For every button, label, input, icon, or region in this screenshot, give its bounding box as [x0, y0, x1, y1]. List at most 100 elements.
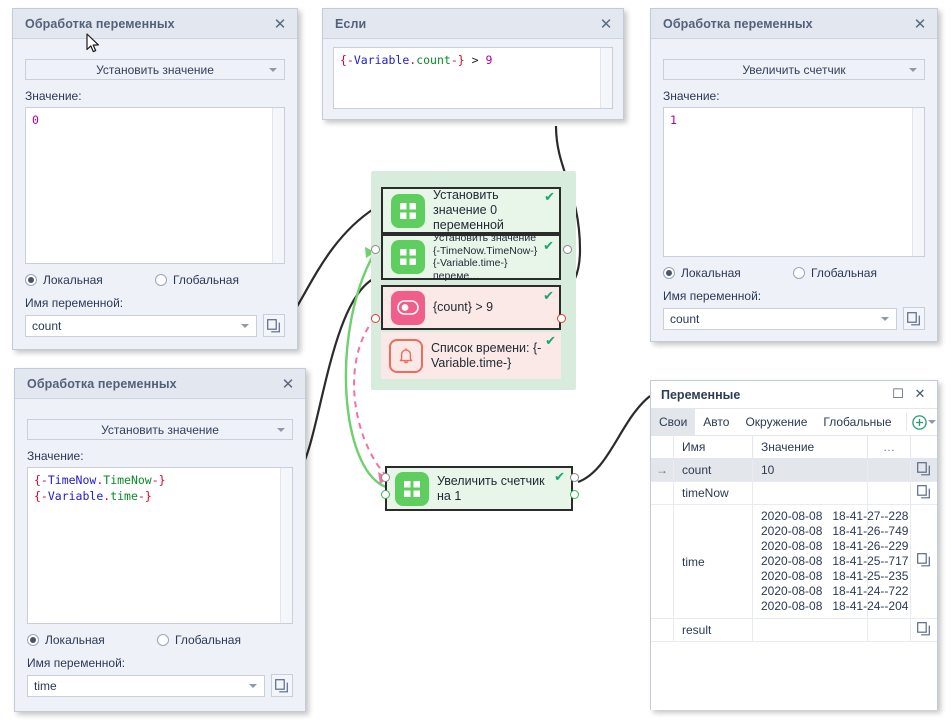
close-icon[interactable]: ✕: [913, 14, 927, 33]
radio-dot: [663, 267, 675, 279]
dialog-title: Обработка переменных: [27, 376, 177, 391]
variable-name-label: Имя переменной:: [25, 296, 124, 310]
dialog-titlebar[interactable]: Обработка переменных ✕: [15, 369, 305, 399]
row-copy-button[interactable]: [910, 458, 937, 482]
radio-global[interactable]: Глобальная: [157, 633, 241, 647]
copy-button[interactable]: [903, 307, 925, 330]
radio-global-label: Глобальная: [175, 633, 241, 647]
tab-auto[interactable]: Авто: [703, 415, 730, 429]
col-name: Имя: [673, 436, 753, 459]
table-row[interactable]: result: [651, 618, 937, 642]
action-select-value: Увеличить счетчик: [742, 62, 846, 77]
node-port-out[interactable]: [563, 245, 572, 254]
flow-node-set-time[interactable]: Установить значение {-TimeNow.TimeNow-} …: [381, 232, 561, 282]
value-textarea[interactable]: 1: [663, 107, 925, 257]
cell-dots: [867, 458, 911, 482]
node-port-in[interactable]: [381, 473, 390, 482]
condition-textarea[interactable]: {-Variable.count-} > 9: [333, 47, 613, 109]
value-text: 0: [32, 113, 39, 127]
node-port-in[interactable]: [371, 245, 380, 254]
chevron-down-icon: [909, 67, 917, 72]
action-select[interactable]: Увеличить счетчик: [663, 59, 925, 80]
plus-circle-icon[interactable]: [912, 409, 927, 435]
flow-node-label: Установить значение 0 переменной: [433, 188, 504, 232]
tab-global[interactable]: Глобальные: [823, 415, 892, 429]
flow-node-increment[interactable]: Увеличить счетчик на 1 ✔: [385, 466, 573, 511]
node-port-out[interactable]: [570, 473, 579, 482]
code-token: Variable: [353, 53, 410, 67]
close-icon[interactable]: ✕: [914, 387, 926, 402]
code-token: {-: [340, 53, 354, 67]
scrollbar-vertical[interactable]: [280, 468, 292, 623]
code-token: 9: [485, 53, 493, 67]
action-select[interactable]: Установить значение: [25, 59, 285, 80]
code-token: .: [409, 53, 417, 67]
window-titlebar[interactable]: Переменные ☐ ✕: [651, 381, 937, 409]
variable-name-input[interactable]: time: [27, 674, 265, 697]
action-select[interactable]: Установить значение: [27, 419, 293, 440]
node-port-false[interactable]: [371, 314, 380, 323]
scope-radio-group[interactable]: Локальная Глобальная: [25, 273, 285, 287]
dialog-set-time-value[interactable]: Обработка переменных ✕ Установить значен…: [14, 368, 306, 712]
radio-local[interactable]: Локальная: [25, 273, 155, 287]
dialog-titlebar[interactable]: Обработка переменных ✕: [13, 9, 297, 39]
row-copy-button[interactable]: [910, 504, 937, 619]
dialog-titlebar[interactable]: Обработка переменных ✕: [651, 9, 937, 39]
flow-node-condition[interactable]: {count} > 9 ✔: [381, 285, 561, 330]
radio-global[interactable]: Глобальная: [793, 266, 877, 280]
cell-name: time: [673, 504, 753, 619]
copy-button[interactable]: [263, 314, 285, 337]
scope-radio-group[interactable]: Локальная Глобальная: [27, 633, 293, 647]
dialog-increment-counter[interactable]: Обработка переменных ✕ Увеличить счетчик…: [650, 8, 938, 342]
radio-local-label: Локальная: [681, 266, 741, 280]
table-header-row: Имя Значение …: [651, 436, 937, 459]
cell-name: timeNow: [673, 481, 753, 505]
radio-local[interactable]: Локальная: [27, 633, 157, 647]
value-label: Значение:: [25, 89, 82, 103]
node-port-true[interactable]: [557, 314, 566, 323]
code-token: {-: [34, 473, 48, 487]
table-row[interactable]: timeNow: [651, 481, 937, 505]
code-token: -}: [450, 53, 465, 67]
scrollbar-vertical[interactable]: [912, 108, 924, 256]
tab-own[interactable]: Свои: [651, 409, 696, 435]
variable-name-input[interactable]: count: [663, 307, 897, 330]
variables-window[interactable]: Переменные ☐ ✕ Свои Авто Окружение Глоба…: [650, 380, 938, 710]
variables-tabs[interactable]: Свои Авто Окружение Глобальные: [651, 409, 937, 436]
maximize-icon[interactable]: ☐: [892, 387, 904, 402]
copy-button[interactable]: [271, 674, 293, 697]
dialog-titlebar[interactable]: Если ✕: [323, 9, 623, 39]
scrollbar-vertical[interactable]: [600, 48, 612, 108]
code-token: TimeNow: [47, 473, 97, 487]
node-port-loop-in[interactable]: [381, 490, 390, 499]
scope-radio-group[interactable]: Локальная Глобальная: [663, 266, 925, 280]
radio-global-label: Глобальная: [173, 273, 239, 287]
close-icon[interactable]: ✕: [599, 14, 613, 33]
scrollbar-vertical[interactable]: [272, 108, 284, 263]
close-icon[interactable]: ✕: [273, 14, 287, 33]
radio-global[interactable]: Глобальная: [155, 273, 239, 287]
grid-squares-icon: [391, 193, 425, 228]
code-token: {-: [34, 489, 48, 503]
code-token: time: [110, 489, 138, 503]
variable-name-input[interactable]: count: [25, 314, 257, 337]
dialog-set-value-zero[interactable]: Обработка переменных ✕ Установить значен…: [12, 8, 298, 350]
flow-node-set-zero[interactable]: Установить значение 0 переменной ✔: [381, 187, 561, 234]
close-icon[interactable]: ✕: [281, 374, 295, 393]
dialog-if-condition[interactable]: Если ✕ {-Variable.count-} > 9: [322, 8, 624, 120]
value-textarea[interactable]: {-TimeNow.TimeNow-}{-Variable.time-}: [27, 467, 293, 624]
radio-local[interactable]: Локальная: [663, 266, 793, 280]
flow-node-time-list[interactable]: Список времени: {-Variable.time-} ✔: [381, 332, 561, 379]
row-copy-button[interactable]: [910, 481, 937, 505]
row-copy-button[interactable]: [910, 618, 937, 642]
tab-environment[interactable]: Окружение: [745, 415, 808, 429]
code-token: .: [103, 489, 111, 503]
value-textarea[interactable]: 0: [25, 107, 285, 264]
chevron-down-icon[interactable]: [927, 409, 937, 435]
node-port-loop-out[interactable]: [570, 490, 579, 499]
flow-node-label: Установить значение {-TimeNow.TimeNow-} …: [433, 232, 538, 282]
row-marker: [651, 504, 674, 619]
